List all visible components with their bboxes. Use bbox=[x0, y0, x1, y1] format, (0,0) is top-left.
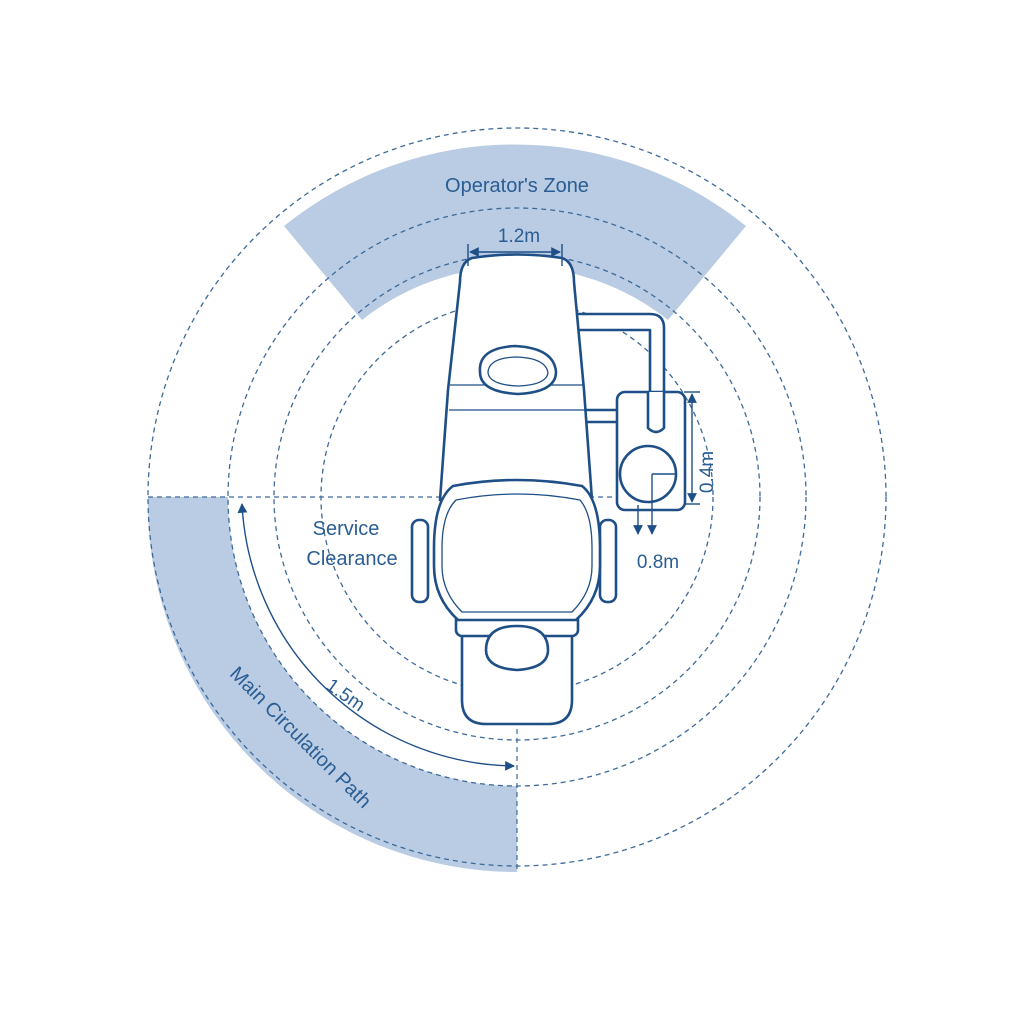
chair-width-label: 1.2m bbox=[498, 226, 540, 247]
headrest-inner bbox=[487, 356, 549, 387]
left-armrest bbox=[410, 518, 430, 604]
circulation-dim-arc bbox=[237, 503, 515, 771]
foot-pad bbox=[484, 624, 550, 672]
headrest bbox=[478, 344, 558, 396]
circulation-width-label: 1.5m bbox=[322, 675, 369, 716]
unit-height-label: 0.4m bbox=[697, 451, 718, 493]
operator-zone-label: Operator's Zone bbox=[445, 175, 589, 197]
service-clearance-label-line2: Clearance bbox=[306, 548, 397, 570]
chair-seat bbox=[432, 478, 602, 622]
operator-zone-shape bbox=[284, 144, 746, 320]
right-armrest bbox=[598, 518, 618, 604]
service-clearance-label-line1: Service bbox=[313, 518, 380, 540]
instrument-handle bbox=[646, 392, 666, 434]
unit-offset-label: 0.8m bbox=[637, 552, 679, 573]
